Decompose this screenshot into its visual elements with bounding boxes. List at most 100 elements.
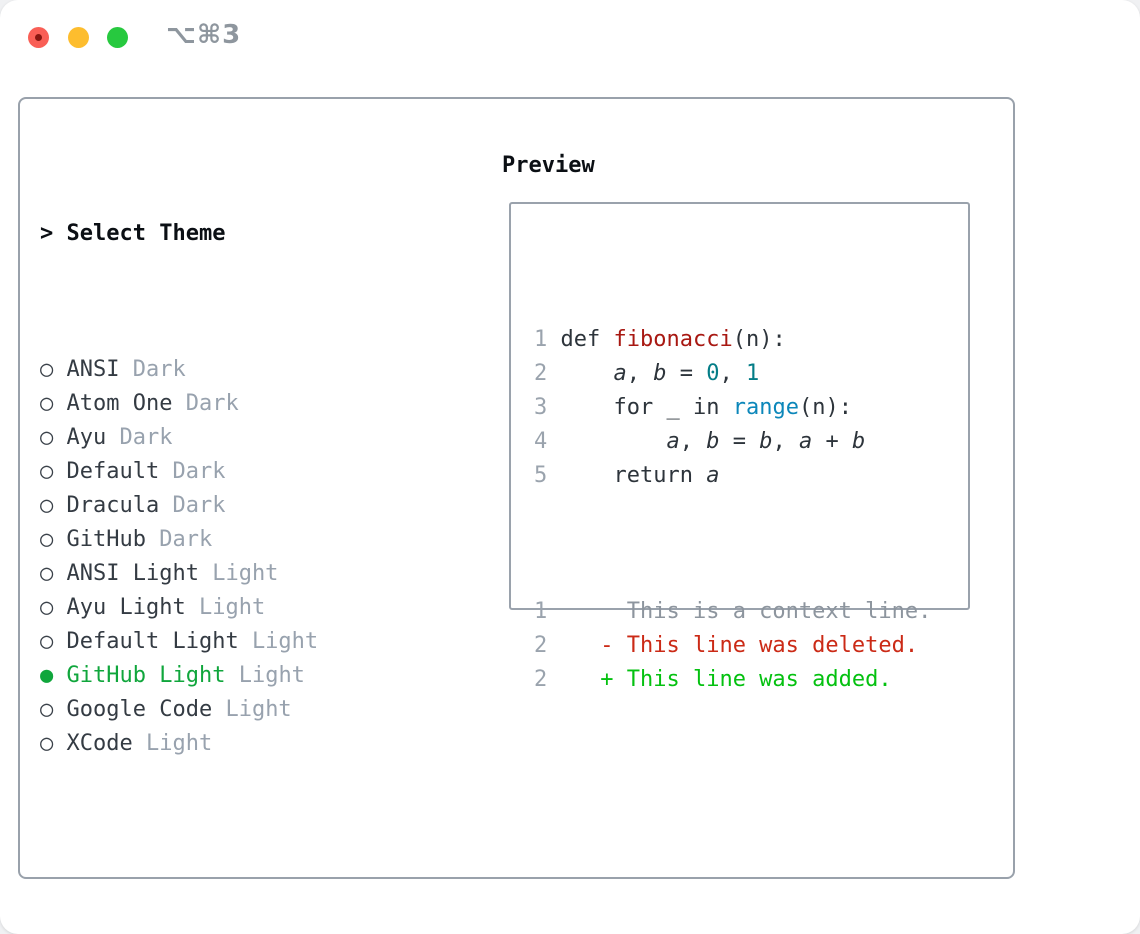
radio-icon: ○ [40,357,54,382]
radio-icon: ○ [40,595,54,620]
diff-context-line: 1 This is a context line. [534,595,968,629]
theme-option[interactable]: ○ Dracula Dark [40,489,411,523]
theme-column: > Select Theme ○ ANSI Dark○ Atom One Dar… [40,149,411,934]
code-token: = [666,361,707,386]
line-number: 3 [534,395,548,420]
option-label: Default Light [66,629,239,654]
code-token: _ [653,395,693,420]
option-tag: Light [238,663,305,688]
option-tag: Light [198,595,266,620]
code-token: = [719,429,760,454]
code-token: for [613,395,654,420]
theme-option[interactable]: ○ GitHub Dark [40,523,411,557]
minimize-button[interactable] [68,27,89,48]
radio-icon: ○ [40,561,54,586]
focus-caret-icon: > [40,221,54,246]
select-theme-header: > Select Theme [40,217,411,251]
diff-block: 1 This is a context line. 2 - This line w… [534,595,968,697]
theme-option[interactable]: ○ Ayu Dark [40,421,411,455]
option-label: Ayu [66,425,107,450]
diff-added-line: 2 + This line was added. [534,663,968,697]
code-token: a [798,429,813,454]
code-token: (n): [732,327,786,352]
theme-option[interactable]: ○ XCode Light [40,727,411,761]
code-token [561,463,614,488]
code-token [719,395,732,420]
code-token [561,395,614,420]
code-token [561,361,614,386]
diff-marker: - [600,633,614,658]
option-tag: Light [212,561,279,586]
radio-icon: ○ [40,629,54,654]
theme-option[interactable]: ○ Google Code Light [40,693,411,727]
code-token: range [732,395,799,420]
radio-icon: ○ [40,459,54,484]
code-token [561,429,667,454]
diff-marker: + [600,667,614,692]
option-label: Atom One [66,391,173,416]
line-number: 4 [534,429,548,454]
theme-option[interactable]: ○ Atom One Dark [40,387,411,421]
option-label: Google Code [66,697,213,722]
option-label: Default [66,459,160,484]
radio-icon: ○ [40,527,54,552]
code-token: a [613,361,627,386]
code-line: 3 for _ in range(n): [534,391,968,425]
preview-header: Preview [502,153,595,178]
option-label: XCode [66,731,133,756]
code-token: , [772,429,799,454]
code-token: + [812,429,852,454]
code-token: b [653,361,667,386]
line-number: 2 [534,633,548,658]
option-tag: Dark [172,459,226,484]
theme-option[interactable]: ○ Default Light Light [40,625,411,659]
radio-icon: ○ [40,391,54,416]
theme-option[interactable]: ● GitHub Light Light [40,659,411,693]
code-token: , [719,361,746,386]
option-label: Ayu Light [66,595,186,620]
close-dot-icon [35,34,42,41]
code-token: , [626,361,654,386]
window-title: ⌥⌘3 [166,20,242,50]
option-tag: Dark [172,493,226,518]
theme-option[interactable]: ○ ANSI Light Light [40,557,411,591]
spacer [40,863,411,897]
code-token: a [706,463,720,488]
radio-icon: ○ [40,425,54,450]
option-label: GitHub [66,527,146,552]
theme-option[interactable]: ○ Ayu Light Light [40,591,411,625]
radio-icon: ○ [40,493,54,518]
diff-text: This line was deleted. [626,633,919,658]
zoom-button[interactable] [107,27,128,48]
option-tag: Dark [185,391,239,416]
code-token: fibonacci [613,327,733,352]
diff-text: This line was added. [626,667,892,692]
code-token: in [692,395,720,420]
select-theme-label: Select Theme [66,221,226,246]
code-token: b [759,429,773,454]
code-token: b [851,429,866,454]
option-label: ANSI Light [66,561,199,586]
option-label: GitHub Light [66,663,226,688]
theme-option[interactable]: ○ Default Dark [40,455,411,489]
radio-icon: ○ [40,697,54,722]
code-line: 1 def fibonacci(n): [534,323,968,357]
theme-option[interactable]: ○ ANSI Dark [40,353,411,387]
option-tag: Light [225,697,292,722]
radio-icon: ○ [40,731,54,756]
option-tag: Dark [159,527,213,552]
code-token [693,463,706,488]
code-token: return [613,463,693,488]
code-token: 1 [745,361,760,386]
option-tag: Dark [132,357,186,382]
code-token: , [679,429,707,454]
diff-marker [600,599,613,624]
option-tag: Dark [119,425,173,450]
theme-picker-panel: > Select Theme ○ ANSI Dark○ Atom One Dar… [18,97,1015,879]
close-button[interactable] [28,27,49,48]
radio-selected-icon: ● [40,663,54,688]
diff-text: This is a context line. [626,599,932,624]
code-token: a [666,429,680,454]
